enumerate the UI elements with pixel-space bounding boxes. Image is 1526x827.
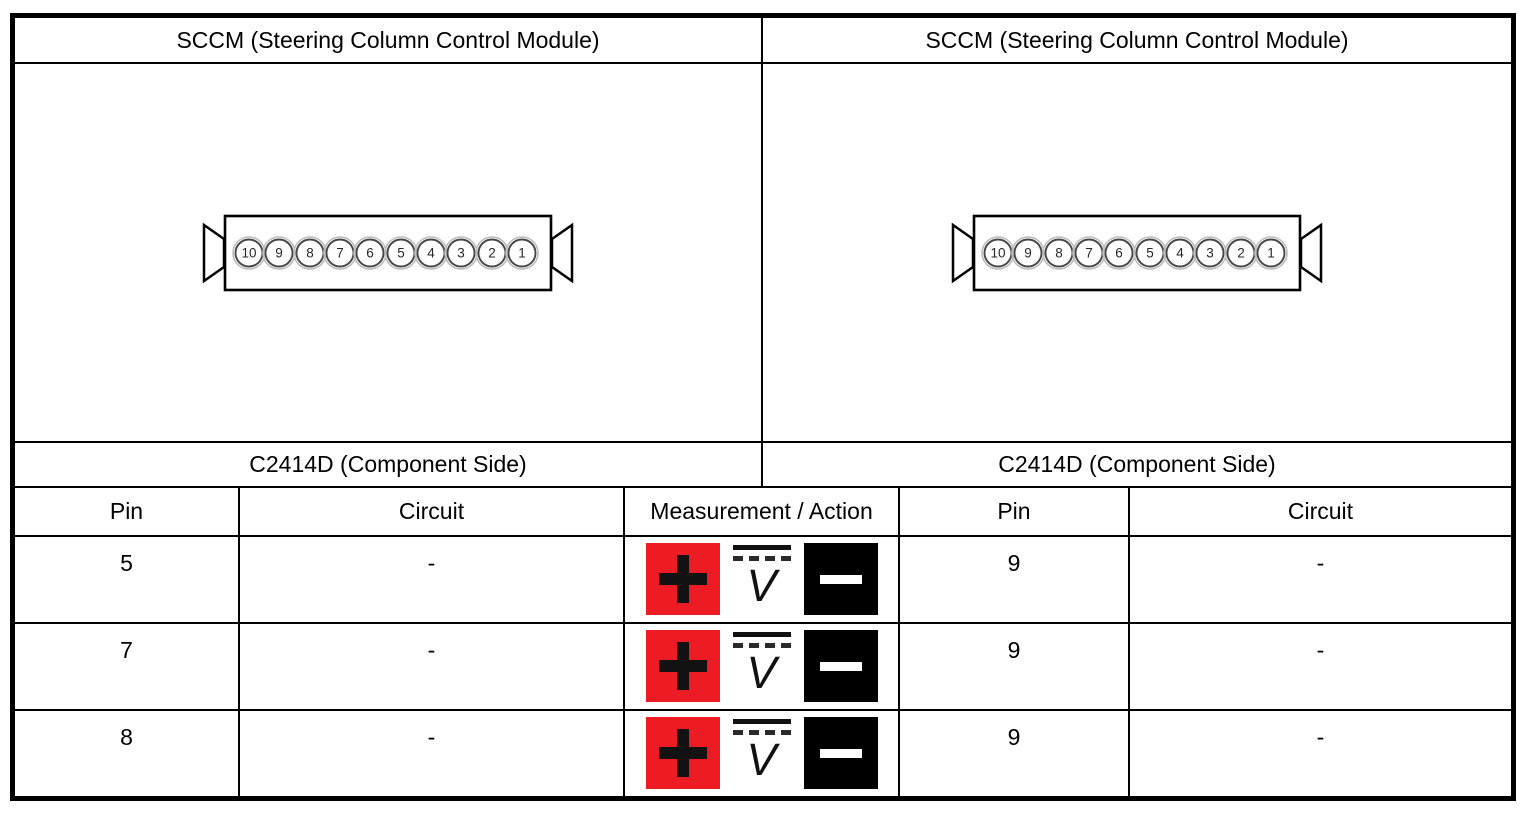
pin-a-value: 8	[15, 711, 240, 796]
pin-number: 2	[1237, 245, 1245, 260]
connector-test-sheet: SCCM (Steering Column Control Module)	[10, 13, 1516, 801]
pin-number: 6	[1115, 245, 1123, 260]
connector-pins: 10 9 8 7 6 5 4 3 2 1	[232, 235, 539, 270]
connector-pins: 10 9 8 7 6 5 4 3 2 1	[981, 235, 1288, 270]
module-title-left: SCCM (Steering Column Control Module)	[15, 18, 761, 64]
plus-icon	[658, 642, 707, 690]
pin-number: 10	[241, 245, 256, 260]
voltmeter-letter: V	[746, 647, 777, 698]
pin-number: 3	[1206, 245, 1214, 260]
dc-solid-line-icon	[732, 719, 791, 724]
connector-diagram-icon: 10 9 8 7 6 5 4 3 2 1	[202, 214, 574, 291]
pin-number: 1	[1267, 245, 1275, 260]
measurement-cell: V	[625, 711, 900, 796]
dc-solid-line-icon	[732, 545, 791, 550]
pin-b-value: 9	[900, 624, 1130, 711]
measurement-cell: V	[625, 624, 900, 711]
plus-icon	[658, 729, 707, 777]
pin-number: 7	[1085, 245, 1093, 260]
column-header-pin-left: Pin	[15, 488, 240, 537]
pin-number: 8	[1055, 245, 1063, 260]
dc-voltage-meter-icon: V	[731, 630, 793, 702]
measurement-action-icons: V	[645, 717, 878, 789]
minus-icon	[819, 661, 862, 671]
circuit-a-value: -	[239, 624, 626, 711]
column-header-measurement: Measurement / Action	[625, 488, 900, 537]
connector-drawing-area-left: 10 9 8 7 6 5 4 3 2 1	[15, 64, 761, 443]
connector-label-left: C2414D (Component Side)	[15, 443, 761, 488]
connector-panel-left: SCCM (Steering Column Control Module)	[15, 18, 763, 488]
measurement-cell: V	[625, 537, 900, 624]
pin-number: 4	[427, 245, 435, 260]
pin-number: 9	[275, 245, 283, 260]
connector-panel-right: SCCM (Steering Column Control Module)	[763, 18, 1511, 488]
pin-number: 7	[336, 245, 344, 260]
positive-probe-icon	[645, 717, 720, 789]
dc-voltage-meter-icon: V	[731, 717, 793, 789]
pin-a-value: 7	[15, 624, 240, 711]
dc-dashed-line-icon	[732, 730, 791, 735]
connector-label-right: C2414D (Component Side)	[763, 443, 1511, 488]
pin-number: 2	[488, 245, 496, 260]
dc-voltage-meter-icon: V	[731, 543, 793, 615]
negative-probe-icon	[803, 717, 878, 789]
voltmeter-letter: V	[746, 734, 777, 785]
connector-right-wing-icon	[550, 222, 574, 283]
dc-dashed-line-icon	[732, 556, 791, 561]
column-header-circuit-left: Circuit	[239, 488, 626, 537]
connector-left-wing-icon	[202, 222, 226, 283]
connector-diagram-icon: 10 9 8 7 6 5 4 3 2 1	[951, 214, 1323, 291]
pin-number: 5	[1146, 245, 1154, 260]
connector-drawing-area-right: 10 9 8 7 6 5 4 3 2 1	[763, 64, 1511, 443]
pin-b-value: 9	[900, 711, 1130, 796]
pin-number: 8	[306, 245, 314, 260]
negative-probe-icon	[803, 543, 878, 615]
pin-number: 6	[366, 245, 374, 260]
column-header-circuit-right: Circuit	[1129, 488, 1511, 537]
column-header-pin-right: Pin	[900, 488, 1130, 537]
circuit-a-value: -	[239, 537, 626, 624]
connector-left-wing-icon	[951, 222, 975, 283]
pin-a-value: 5	[15, 537, 240, 624]
dc-solid-line-icon	[732, 632, 791, 637]
negative-probe-icon	[803, 630, 878, 702]
pin-b-value: 9	[900, 537, 1130, 624]
circuit-b-value: -	[1316, 724, 1325, 750]
circuit-a-value: -	[240, 711, 626, 796]
measurement-action-icons: V	[645, 630, 878, 702]
positive-probe-icon	[645, 630, 720, 702]
pin-number: 1	[518, 245, 526, 260]
measurement-action-icons: V	[645, 543, 878, 615]
module-title-right: SCCM (Steering Column Control Module)	[763, 18, 1511, 64]
voltmeter-letter: V	[746, 560, 777, 611]
circuit-b-value: -	[1129, 537, 1511, 624]
plus-icon	[658, 555, 707, 603]
connector-right-wing-icon	[1299, 222, 1323, 283]
connector-panels: SCCM (Steering Column Control Module)	[15, 18, 1511, 488]
dc-dashed-line-icon	[732, 643, 791, 648]
pin-number: 10	[990, 245, 1005, 260]
minus-icon	[819, 748, 862, 758]
pin-measurement-table: Pin Circuit Measurement / Action Pin Cir…	[15, 488, 1511, 796]
pin-number: 5	[397, 245, 405, 260]
circuit-b-value: -	[1129, 624, 1511, 711]
pin-number: 3	[457, 245, 465, 260]
pin-number: 4	[1176, 245, 1184, 260]
pin-number: 9	[1024, 245, 1032, 260]
positive-probe-icon	[645, 543, 720, 615]
minus-icon	[819, 574, 862, 584]
